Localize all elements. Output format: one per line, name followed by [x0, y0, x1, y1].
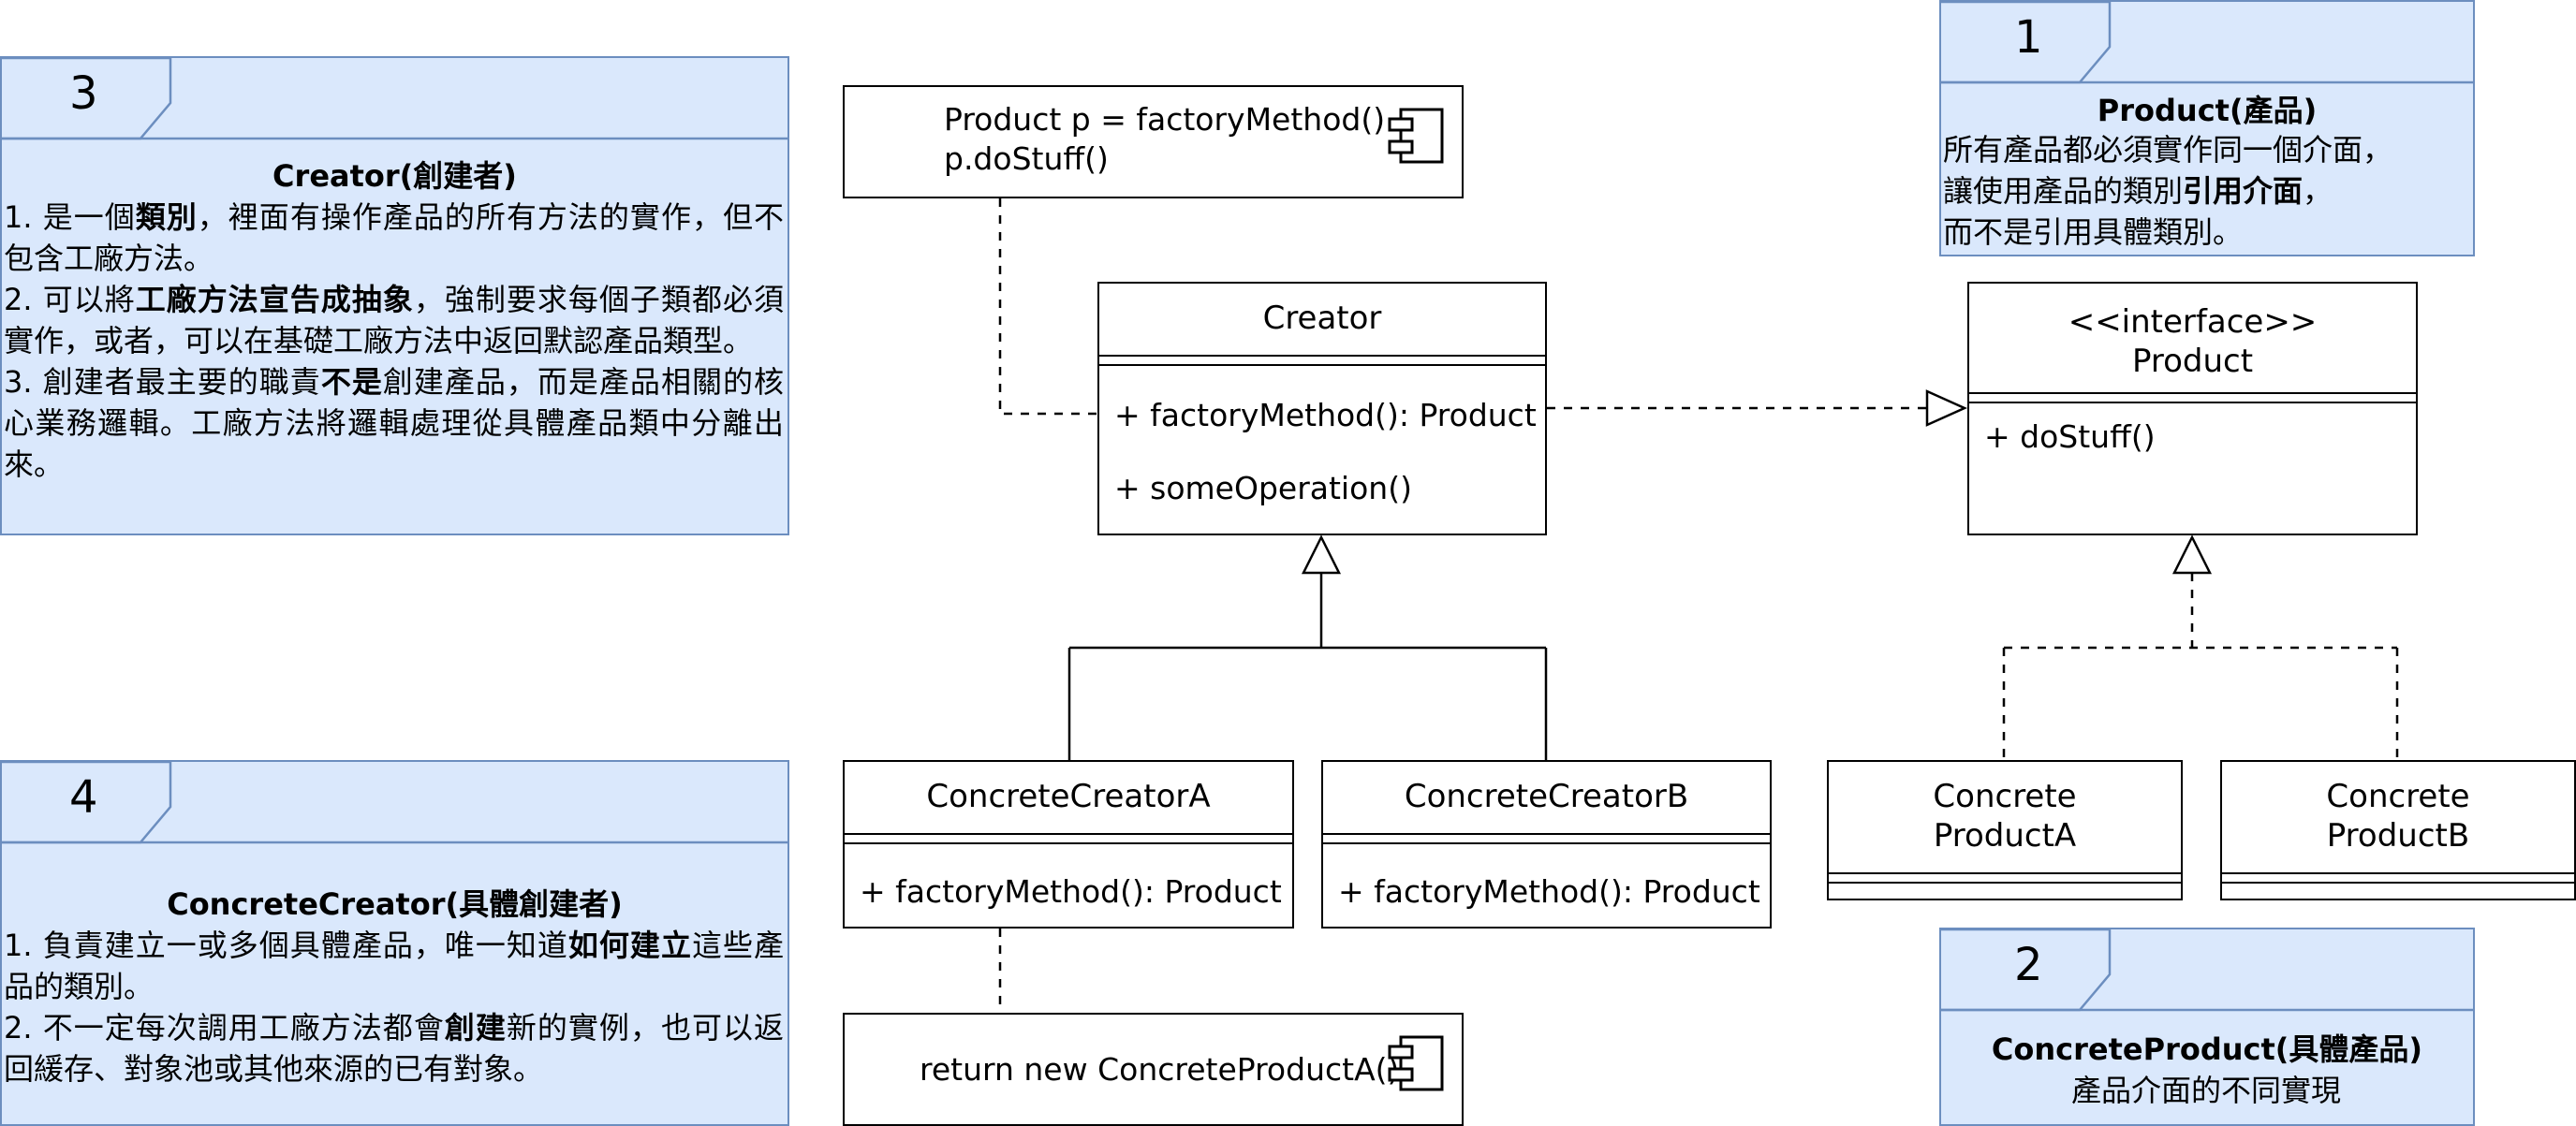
- class-concrete-creator-b: ConcreteCreatorB + factoryMethod(): Prod…: [1321, 760, 1772, 929]
- class-name: ConcreteCreatorA: [926, 778, 1211, 815]
- class-product-interface: <<interface>> Product + doStuff(): [1967, 282, 2418, 535]
- note-text: 1. 負責建立一或多個具體產品，唯一知道如何建立這些產品的類別。 2. 不一定每…: [4, 925, 784, 1089]
- class-separator: [1829, 872, 2181, 884]
- class-method: + doStuff(): [1984, 418, 2156, 455]
- code-line: Product p = factoryMethod(): [944, 101, 1386, 138]
- note-paragraph: 3. 創建者最主要的職責不是創建產品，而是產品相關的核心業務邏輯。工廠方法將邏輯…: [4, 364, 784, 482]
- note-concrete-product: 2 ConcreteProduct(具體產品) 產品介面的不同實現: [1939, 928, 2475, 1126]
- class-method: + factoryMethod(): Product: [1114, 397, 1537, 433]
- note-paragraph: 2. 不一定每次調用工廠方法都會創建新的實例，也可以返回緩存、對象池或其他來源的…: [4, 1010, 784, 1087]
- note-line: 讓使用產品的類別: [1943, 173, 2184, 209]
- class-concrete-product-a: Concrete ProductA: [1827, 760, 2183, 900]
- class-stereotype: <<interface>>: [2068, 303, 2318, 341]
- class-name: Creator: [1262, 300, 1382, 337]
- note-paragraph: 1. 負責建立一或多個具體產品，唯一知道如何建立這些產品的類別。: [4, 928, 784, 1004]
- class-creator: Creator + factoryMethod(): Product + som…: [1097, 282, 1547, 535]
- code-block-top: Product p = factoryMethod() p.doStuff(): [843, 85, 1464, 198]
- class-method: + factoryMethod(): Product: [860, 873, 1282, 910]
- class-name: ProductA: [1933, 817, 2077, 855]
- note-tab-shape: [1941, 928, 2475, 1012]
- component-icon: [1388, 108, 1444, 164]
- note-text: 所有產品都必須實作同一個介面， 讓使用產品的類別引用介面， 而不是引用具體類別。: [1943, 129, 2469, 253]
- note-paragraph: 1. 是一個類別，裡面有操作產品的所有方法的實作，但不包含工廠方法。: [4, 199, 784, 276]
- code-line: p.doStuff(): [944, 140, 1109, 177]
- class-name: Product: [2131, 343, 2254, 380]
- realization-arrowhead-product: [1925, 389, 1968, 427]
- class-separator: [2222, 872, 2574, 884]
- component-icon: [1388, 1035, 1444, 1091]
- class-separator: [1969, 392, 2416, 403]
- realization-line-product: [2002, 573, 2399, 760]
- class-name: Concrete: [2326, 778, 2470, 815]
- class-name: ConcreteCreatorB: [1404, 778, 1689, 815]
- note-paragraph: 2. 可以將工廠方法宣告成抽象，強制要求每個子類都必須實作，或者，可以在基礎工廠…: [4, 282, 784, 358]
- class-separator: [845, 833, 1292, 844]
- code-block-bottom: return new ConcreteProductA(): [843, 1013, 1464, 1126]
- note-title: ConcreteProduct(具體產品): [1991, 1031, 2423, 1067]
- note-number: 3: [69, 67, 98, 120]
- class-method: + factoryMethod(): Product: [1338, 873, 1760, 910]
- note-creator: 3 Creator(創建者) 1. 是一個類別，裡面有操作產品的所有方法的實作，…: [0, 56, 789, 535]
- class-name: Concrete: [1933, 778, 2077, 815]
- note-line: 而不是引用具體類別。: [1943, 214, 2244, 250]
- note-text: 1. 是一個類別，裡面有操作產品的所有方法的實作，但不包含工廠方法。 2. 可以…: [4, 197, 784, 485]
- class-method: + someOperation(): [1114, 470, 1412, 506]
- note-title: Creator(創建者): [272, 158, 517, 194]
- note-number: 4: [69, 771, 98, 824]
- inheritance-line-creator: [1067, 573, 1548, 760]
- inheritance-arrowhead-creator: [1301, 534, 1342, 575]
- note-title: Product(產品): [2097, 93, 2318, 128]
- class-name: ProductB: [2326, 817, 2470, 855]
- note-text: 產品介面的不同實現: [2070, 1073, 2341, 1108]
- note-tab-shape: [2, 760, 789, 844]
- note-product: 1 Product(產品) 所有產品都必須實作同一個介面， 讓使用產品的類別引用…: [1939, 0, 2475, 256]
- note-concrete-creator: 4 ConcreteCreator(具體創建者) 1. 負責建立一或多個具體產品…: [0, 760, 789, 1126]
- note-tab-shape: [1941, 0, 2475, 84]
- note-tab-shape: [2, 56, 789, 140]
- note-line: 所有產品都必須實作同一個介面，: [1943, 132, 2393, 168]
- code-line: return new ConcreteProductA(): [920, 1051, 1400, 1088]
- note-title: ConcreteCreator(具體創建者): [167, 886, 623, 922]
- class-separator: [1099, 355, 1545, 366]
- note-number: 2: [2014, 939, 2043, 991]
- note-line: ，: [2303, 173, 2333, 209]
- class-concrete-creator-a: ConcreteCreatorA + factoryMethod(): Prod…: [843, 760, 1294, 929]
- note-number: 1: [2014, 11, 2043, 64]
- realization-arrowhead-product-impl: [2171, 534, 2213, 575]
- class-separator: [1323, 833, 1770, 844]
- note-link-top-code: [998, 198, 1097, 416]
- note-emphasis: 引用介面: [2183, 173, 2304, 209]
- class-concrete-product-b: Concrete ProductB: [2220, 760, 2576, 900]
